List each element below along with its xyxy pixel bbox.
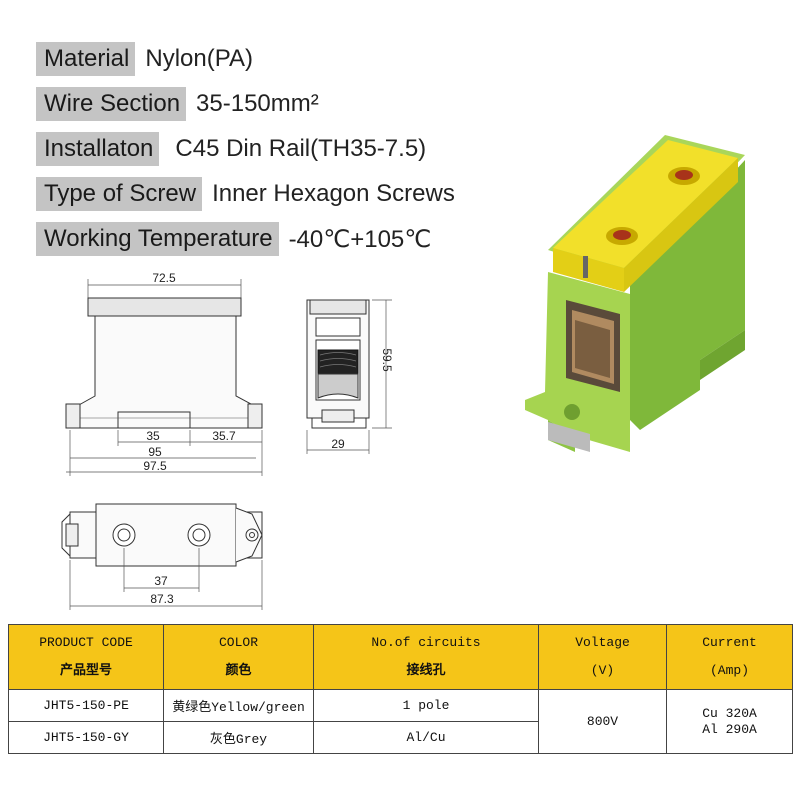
spec-label: Working Temperature bbox=[36, 222, 279, 256]
dim-label: 37 bbox=[154, 574, 168, 588]
cell-code: JHT5-150-PE bbox=[8, 689, 164, 722]
cell-circuits: 1 pole bbox=[313, 689, 539, 722]
cell-voltage: 800V bbox=[538, 689, 667, 754]
spec-label: Wire Section bbox=[36, 87, 187, 121]
table-row: JHT5-150-PE 黄绿色Yellow/green 1 pole 800V … bbox=[8, 689, 793, 754]
cell-current: Cu 320A Al 290A bbox=[666, 689, 793, 754]
dim-label: 95 bbox=[148, 445, 162, 459]
spec-row-temperature: Working Temperature -40℃+105℃ bbox=[36, 222, 431, 256]
table-row: JHT5-150-GY 灰色Grey Al/Cu bbox=[8, 721, 793, 754]
dim-label: 97.5 bbox=[143, 459, 167, 473]
dim-label: 59.5 bbox=[380, 348, 394, 372]
spec-label: Installaton bbox=[36, 132, 160, 166]
technical-drawing: 72.5 35 35.7 95 97.5 bbox=[61, 135, 745, 610]
spec-row-installation: Installaton C45 Din Rail(TH35-7.5) bbox=[36, 132, 426, 166]
spec-row-wire-section: Wire Section 35-150mm² bbox=[36, 87, 319, 121]
spec-value: Nylon(PA) bbox=[145, 45, 253, 72]
spec-value: C45 Din Rail(TH35-7.5) bbox=[175, 135, 427, 162]
current-cu: Cu 320A bbox=[702, 705, 757, 721]
header-voltage: Voltage(V) bbox=[538, 624, 667, 690]
terminal-block-image bbox=[525, 135, 745, 452]
top-view: 37 87.3 bbox=[61, 503, 263, 610]
cell-color: 黄绿色Yellow/green bbox=[163, 689, 314, 722]
dim-label: 87.3 bbox=[150, 592, 174, 606]
spec-value: 35-150mm² bbox=[196, 90, 319, 117]
dim-label: 72.5 bbox=[152, 271, 176, 285]
dim-label: 35 bbox=[146, 429, 160, 443]
spec-value: Inner Hexagon Screws bbox=[212, 180, 455, 207]
spec-row-screw: Type of Screw Inner Hexagon Screws bbox=[36, 177, 455, 211]
spec-row-material: Material Nylon(PA) bbox=[36, 42, 253, 76]
dim-label: 35.7 bbox=[212, 429, 236, 443]
spec-value: -40℃+105℃ bbox=[288, 225, 432, 253]
front-view: 72.5 35 35.7 95 97.5 bbox=[65, 271, 263, 476]
header-current: Current(Amp) bbox=[666, 624, 793, 690]
cell-color: 灰色Grey bbox=[163, 721, 314, 754]
current-al: Al 290A bbox=[702, 721, 757, 737]
spec-label: Material bbox=[36, 42, 136, 76]
cell-circuits: Al/Cu bbox=[313, 721, 539, 754]
spec-label: Type of Screw bbox=[36, 177, 203, 211]
dim-label: 29 bbox=[331, 437, 345, 451]
side-view: 59.5 29 bbox=[306, 299, 394, 454]
cell-code: JHT5-150-GY bbox=[8, 721, 164, 754]
